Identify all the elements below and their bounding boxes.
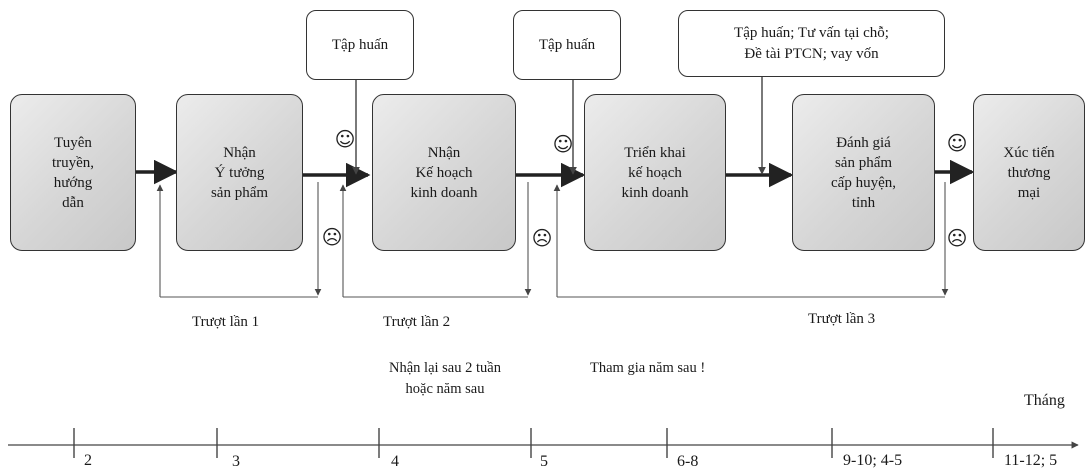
sad-face-icon: ☹ xyxy=(531,226,553,250)
fail-loop-label-3: Trượt lần 3 xyxy=(808,311,876,327)
stage-nhan-ke-hoach: Nhận Kế hoạch kinh doanh xyxy=(372,94,516,251)
callout-training-1: Tập huấn xyxy=(306,10,414,80)
timeline-tick-label: 2 xyxy=(84,452,92,469)
smiley-icon: ☺ xyxy=(946,131,968,155)
fail-loop-1 xyxy=(156,182,322,298)
callout-training-consulting-loans: Tập huấn; Tư vấn tại chỗ; Đề tài PTCN; v… xyxy=(678,10,945,77)
fail-loop-label-1: Trượt lần 1 xyxy=(192,314,260,330)
smiley-icon: ☺ xyxy=(552,132,574,156)
fail-loop-3 xyxy=(553,182,949,298)
callout-training-2: Tập huấn xyxy=(513,10,621,80)
sad-face-icon: ☹ xyxy=(321,225,343,249)
timeline-tick-label: 6-8 xyxy=(677,453,699,470)
note-next-year: Tham gia năm sau ! xyxy=(590,360,706,376)
timeline-tick-label: 11-12; 5 xyxy=(1004,452,1058,469)
sad-face-icon: ☹ xyxy=(946,226,968,250)
timeline-unit-label: Tháng xyxy=(1024,392,1065,409)
stage-xuc-tien: Xúc tiến thương mại xyxy=(973,94,1085,251)
stage-tuyen-truyen: Tuyên truyền, hướng dẫn xyxy=(10,94,136,251)
stage-danh-gia: Đánh giá sản phẩm cấp huyện, tỉnh xyxy=(792,94,935,251)
fail-loop-label-2: Trượt lần 2 xyxy=(383,314,451,330)
note-resubmit: Nhận lại sau 2 tuần hoặc năm sau xyxy=(389,360,501,397)
timeline-ticks xyxy=(73,428,994,458)
timeline-tick-label: 4 xyxy=(391,453,399,470)
timeline-tick-label: 9-10; 4-5 xyxy=(843,452,903,469)
stage-trien-khai: Triển khai kế hoạch kinh doanh xyxy=(584,94,726,251)
fail-loop-2 xyxy=(339,182,532,298)
stage-nhan-y-tuong: Nhận Ý tưởng sản phẩm xyxy=(176,94,303,251)
timeline-tick-label: 5 xyxy=(540,453,548,470)
timeline-tick-label: 3 xyxy=(232,453,240,470)
smiley-icon: ☺ xyxy=(334,127,356,151)
